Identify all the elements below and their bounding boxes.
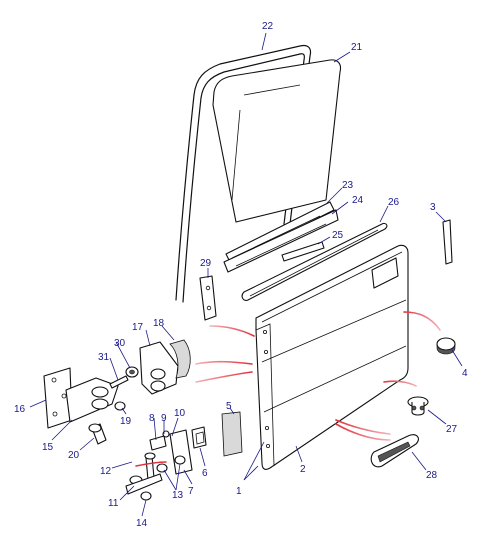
callout-18: 18: [153, 318, 165, 329]
bolt: [88, 423, 107, 445]
callout-10: 10: [174, 408, 186, 419]
callout-12: 12: [100, 466, 112, 477]
callout-labels: 22 21 23 24 26 3 25 29 2 4 27 28 5 6 7 8…: [14, 21, 468, 529]
callout-11: 11: [108, 498, 119, 509]
callout-13: 13: [172, 490, 184, 501]
hinge-body-plate: [43, 367, 73, 429]
callout-20: 20: [68, 450, 80, 461]
callout-15: 15: [42, 442, 54, 453]
trim-piece: [442, 219, 453, 265]
hinge-washer: [114, 401, 126, 411]
callout-31: 31: [98, 352, 110, 363]
callout-30: 30: [114, 338, 126, 349]
callout-27: 27: [446, 424, 458, 435]
door-shell: [255, 244, 409, 470]
callout-8: 8: [149, 413, 155, 424]
callout-22: 22: [262, 21, 274, 32]
hinge-arm: [65, 377, 119, 423]
callout-29: 29: [200, 258, 212, 269]
callout-28: 28: [426, 470, 438, 481]
glass-lower-channel: [223, 201, 339, 273]
window-strip: [281, 241, 325, 262]
callout-9: 9: [161, 413, 167, 424]
callout-7: 7: [188, 486, 194, 497]
hinge-bolt: [109, 366, 139, 389]
callout-6: 6: [202, 468, 208, 479]
gasket-pad: [221, 411, 243, 457]
hinge-seal-pad: [169, 339, 191, 379]
assembly-arrows: [135, 311, 441, 467]
door-pull-handle: [370, 434, 419, 468]
window-channel-seal: [175, 44, 312, 303]
callout-4: 4: [462, 368, 468, 379]
callout-1: 1: [236, 486, 242, 497]
callout-26: 26: [388, 197, 400, 208]
callout-21: 21: [351, 42, 363, 53]
callout-5: 5: [226, 401, 232, 412]
leader-lines: [29, 32, 463, 517]
check-strap-bracket: [191, 426, 207, 449]
callout-17: 17: [132, 322, 144, 333]
callout-23: 23: [342, 180, 354, 191]
door-stop-pad: [199, 275, 217, 321]
rubber-buffer: [407, 396, 429, 416]
callout-19: 19: [120, 416, 132, 427]
callout-25: 25: [332, 230, 344, 241]
check-strap-assembly: [125, 429, 193, 501]
hinge-door-bracket: [139, 341, 179, 395]
callout-24: 24: [352, 195, 364, 206]
callout-14: 14: [136, 518, 148, 529]
window-glass: [212, 59, 342, 223]
waist-seal-strip: [241, 222, 388, 301]
callout-16: 16: [14, 404, 26, 415]
grommet: [436, 337, 456, 355]
callout-3: 3: [430, 202, 436, 213]
callout-2: 2: [300, 464, 306, 475]
